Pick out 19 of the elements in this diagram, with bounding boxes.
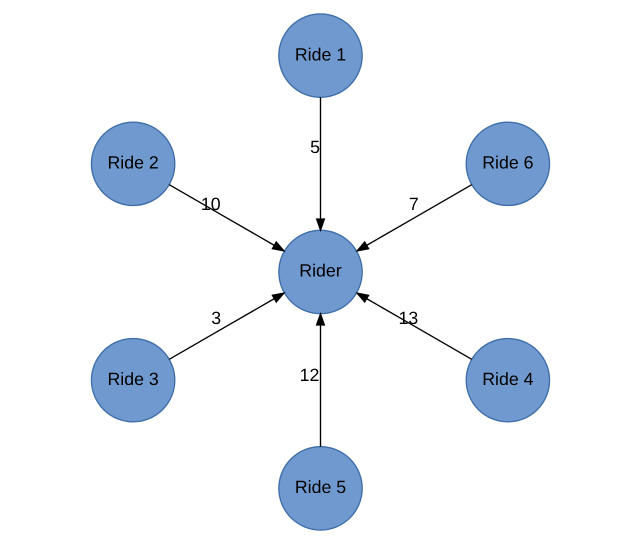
edge-label: 7 — [408, 194, 419, 214]
node-circle: Ride 4 — [466, 338, 550, 423]
arrow — [355, 292, 472, 360]
node-circle: Ride 6 — [466, 121, 550, 206]
arrow — [355, 184, 472, 252]
node-circle: Ride 2 — [90, 121, 176, 206]
edge-label: 10 — [200, 194, 221, 214]
edge-label: 12 — [300, 364, 320, 385]
arrow — [316, 312, 326, 447]
arrow — [168, 184, 286, 252]
edge-label: 5 — [310, 137, 320, 158]
arrow — [168, 292, 286, 360]
arrow — [316, 97, 326, 232]
node-circle: Ride 3 — [90, 338, 176, 423]
edge-label: 13 — [398, 308, 418, 328]
node-circle: Ride 5 — [278, 446, 363, 531]
edge-label: 3 — [211, 308, 222, 328]
node-circle: Ride 1 — [278, 13, 363, 98]
node-circle: Rider — [278, 230, 363, 314]
